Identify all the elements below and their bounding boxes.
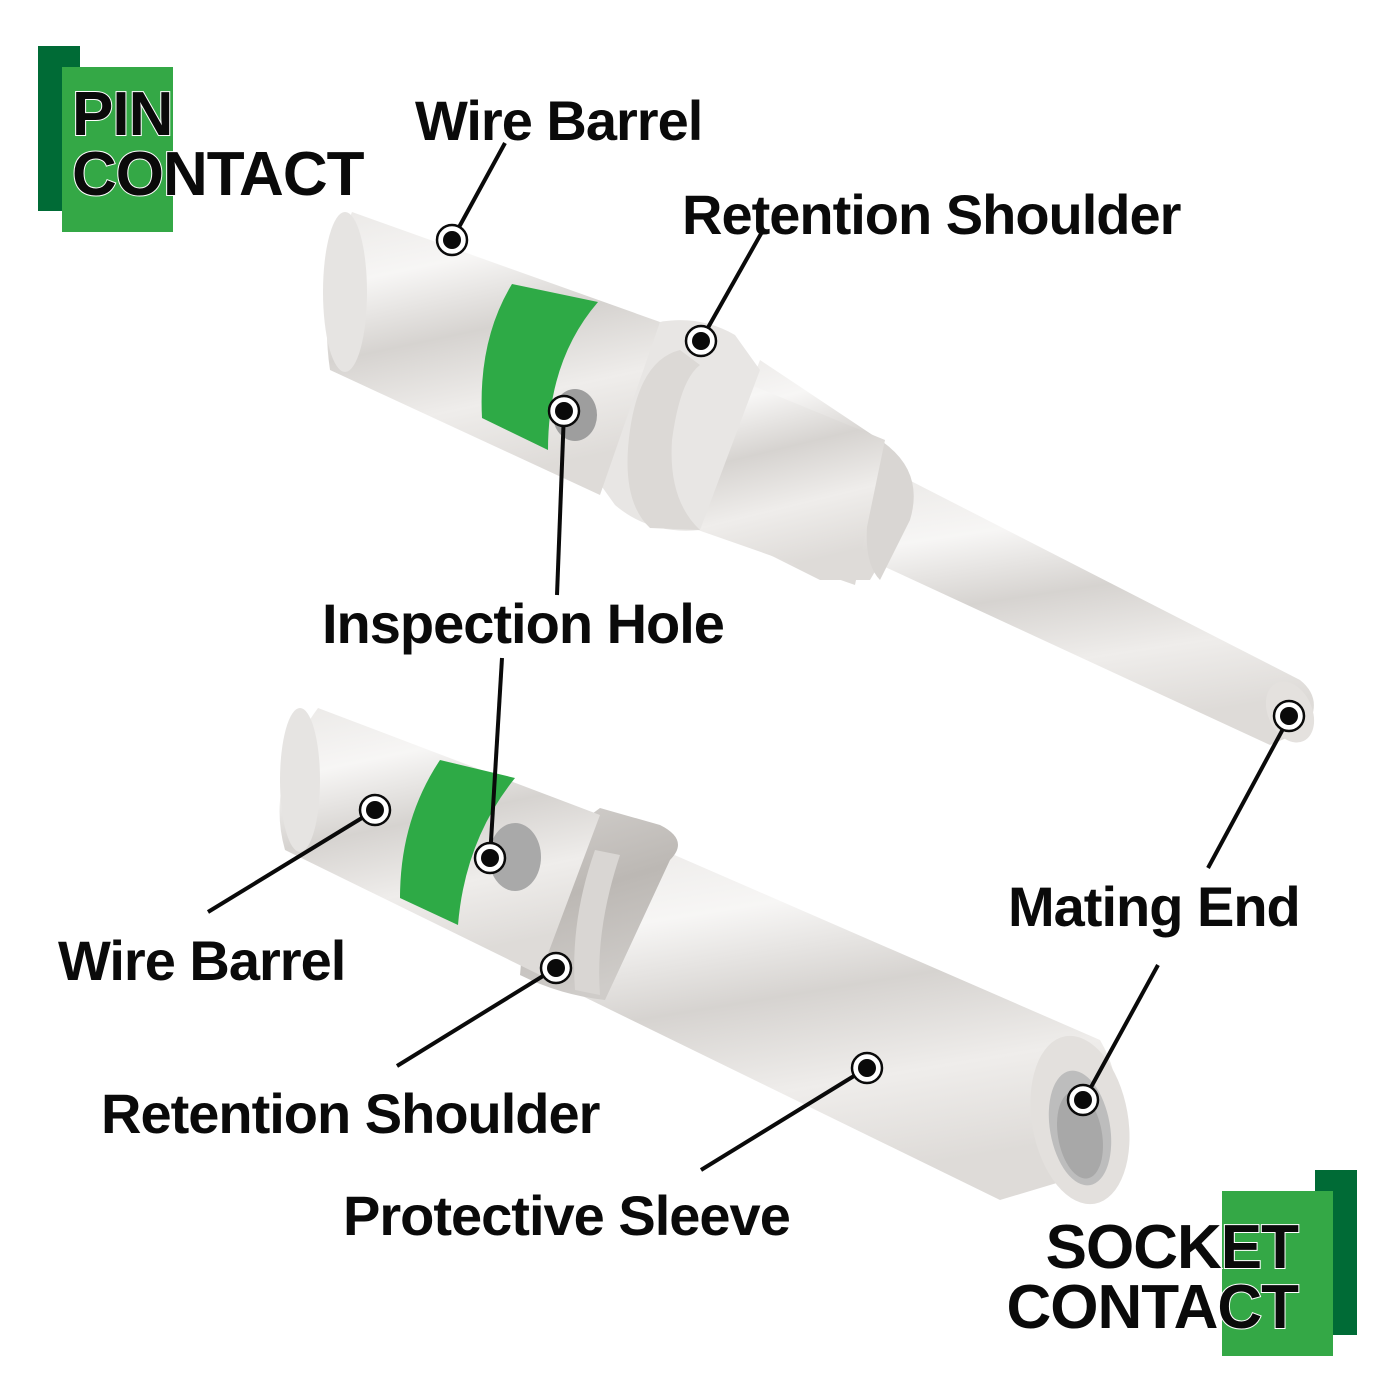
marker-socket-wire-barrel — [358, 793, 392, 827]
socket-contact-illustration — [279, 708, 1130, 1205]
marker-pin-mating-end — [1272, 699, 1306, 733]
marker-socket-protective-sleeve — [850, 1051, 884, 1085]
socket-title-block: SOCKET CONTACT — [1006, 1170, 1357, 1356]
label-pin-retention-shoulder: Retention Shoulder — [682, 183, 1181, 246]
label-socket-retention-shoulder: Retention Shoulder — [101, 1082, 600, 1145]
label-pin-wire-barrel: Wire Barrel — [415, 89, 702, 152]
socket-protective-sleeve — [570, 840, 1118, 1200]
marker-pin-wire-barrel — [435, 223, 469, 257]
marker-pin-retention-shoulder — [684, 324, 718, 358]
label-socket-wire-barrel: Wire Barrel — [58, 929, 345, 992]
marker-socket-mating-end — [1066, 1083, 1100, 1117]
socket-green-band — [400, 760, 515, 925]
socket-title-line1: SOCKET — [1046, 1213, 1299, 1282]
marker-pin-inspection-hole — [547, 394, 581, 428]
pin-green-band — [481, 284, 598, 450]
pin-title-light-box — [62, 67, 173, 232]
leader-lines — [206, 142, 1292, 1172]
socket-inspection-hole — [489, 823, 541, 891]
label-socket-protective-sleeve: Protective Sleeve — [343, 1184, 790, 1247]
label-inspection-hole: Inspection Hole — [322, 592, 724, 655]
callout-markers — [358, 223, 1306, 1117]
socket-title-line2: CONTACT — [1007, 1273, 1300, 1342]
pin-contact-illustration — [323, 212, 1315, 745]
socket-title-light-box — [1222, 1191, 1333, 1356]
label-mating-end: Mating End — [1008, 875, 1300, 938]
pin-title-line1: PIN — [72, 80, 172, 149]
pin-title-line2: CONTACT — [72, 140, 365, 209]
marker-socket-retention-shoulder — [539, 951, 573, 985]
pin-title-block: PIN CONTACT — [38, 46, 367, 232]
pin-mating-shaft — [870, 478, 1314, 745]
marker-socket-inspection-hole — [473, 841, 507, 875]
